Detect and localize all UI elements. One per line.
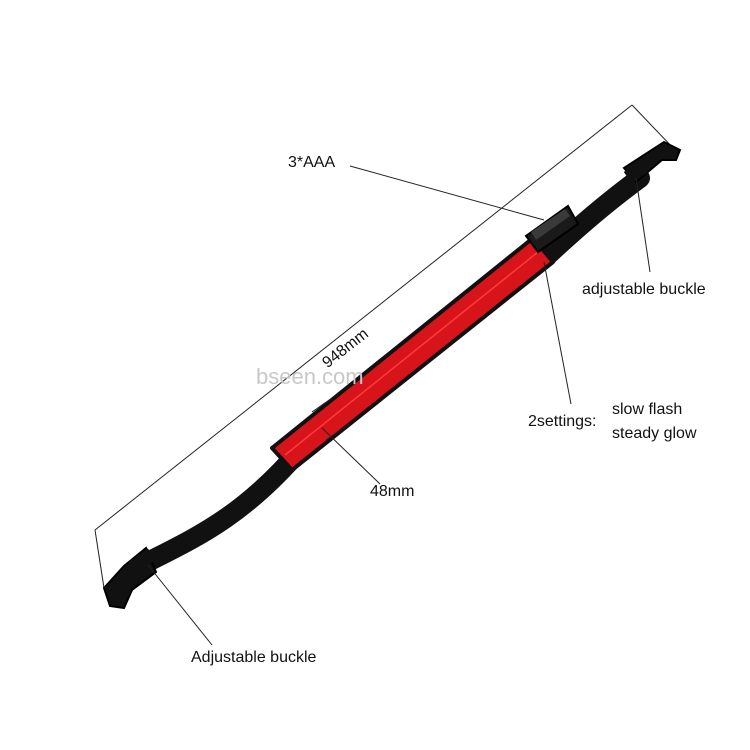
length-dimension-line	[94, 104, 676, 589]
setting-slow-flash-label: slow flash	[612, 401, 683, 418]
width-indicator	[311, 397, 351, 441]
watermark-text: bseen.com	[256, 364, 364, 389]
battery-box	[524, 204, 580, 254]
battery-label: 3*AAA	[288, 154, 336, 171]
left-buckle-label: Adjustable buckle	[191, 649, 317, 666]
settings-prefix-label: 2settings:	[528, 413, 597, 430]
leader-lines	[147, 165, 651, 646]
reflective-band	[270, 236, 555, 472]
setting-steady-glow-label: steady glow	[612, 425, 697, 442]
right-buckle	[622, 140, 682, 184]
width-label: 48mm	[370, 483, 415, 500]
right-buckle-label: adjustable buckle	[582, 281, 706, 298]
left-buckle	[102, 546, 158, 610]
